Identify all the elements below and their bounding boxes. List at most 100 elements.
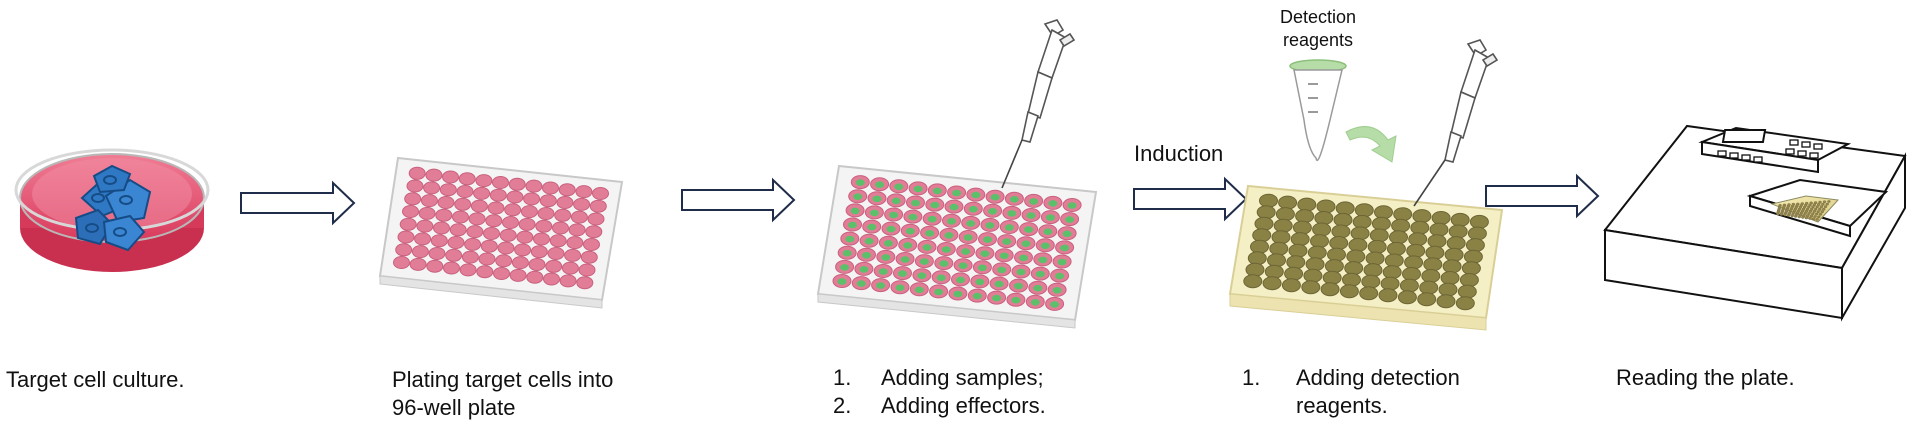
- well: [1324, 259, 1344, 274]
- well: [499, 228, 517, 242]
- well: [1423, 257, 1443, 272]
- well: [1310, 234, 1329, 249]
- well: [1813, 201, 1818, 205]
- well: [535, 219, 553, 233]
- well-content: [994, 280, 1004, 288]
- list-number: 2.: [833, 393, 852, 418]
- well: [428, 247, 446, 260]
- well-content: [985, 222, 995, 229]
- well-content: [1055, 272, 1065, 280]
- well-content: [917, 272, 927, 280]
- well: [1397, 290, 1417, 305]
- well: [502, 216, 519, 229]
- well-plate-icon: [816, 164, 1098, 329]
- well: [458, 172, 476, 186]
- well: [585, 225, 603, 239]
- reagent-tube-icon: [1289, 59, 1347, 161]
- well-content: [1040, 242, 1050, 250]
- well: [583, 238, 600, 251]
- well-content: [1057, 258, 1067, 266]
- well: [1820, 210, 1824, 214]
- well-content: [990, 193, 1000, 201]
- well: [511, 256, 529, 270]
- well: [1278, 195, 1298, 210]
- well: [1815, 212, 1819, 216]
- well-content: [1029, 198, 1039, 205]
- well: [539, 194, 557, 208]
- step-2-caption: Plating target cells into 96-well plate: [392, 367, 614, 420]
- well-content: [1014, 282, 1023, 290]
- well: [509, 268, 527, 282]
- well: [1786, 213, 1791, 217]
- petri-dish-icon: [14, 148, 210, 272]
- well-content: [977, 264, 987, 272]
- well: [1290, 232, 1310, 247]
- well: [411, 245, 429, 259]
- well: [1320, 282, 1340, 297]
- well: [1271, 230, 1291, 245]
- well-content: [908, 213, 918, 221]
- well-content: [895, 284, 905, 292]
- well-content: [914, 286, 924, 294]
- well: [1245, 262, 1265, 277]
- well: [1421, 269, 1441, 283]
- well: [1463, 249, 1483, 264]
- well: [580, 250, 598, 264]
- well-content: [867, 223, 877, 231]
- well: [1813, 215, 1817, 218]
- well: [473, 186, 491, 200]
- well: [1431, 211, 1451, 225]
- well: [489, 188, 507, 202]
- well: [1256, 205, 1276, 220]
- well: [1776, 212, 1780, 216]
- well-content: [975, 278, 985, 286]
- well: [1391, 218, 1411, 233]
- well-content: [1021, 240, 1031, 247]
- well-content: [1011, 296, 1021, 304]
- well: [475, 174, 493, 188]
- well-content: [1052, 287, 1062, 294]
- well: [1827, 200, 1831, 203]
- well-content: [1050, 301, 1060, 308]
- well: [1436, 294, 1456, 309]
- well-content: [1033, 284, 1043, 292]
- well: [1429, 222, 1449, 237]
- well: [1808, 209, 1813, 213]
- well-content: [900, 256, 910, 263]
- well: [1365, 251, 1385, 266]
- well: [1457, 284, 1477, 299]
- well: [1417, 292, 1437, 307]
- step-1-caption: Target cell culture.: [6, 367, 185, 392]
- well: [452, 210, 469, 224]
- well: [1363, 263, 1383, 278]
- well: [497, 241, 515, 255]
- well: [1808, 217, 1812, 220]
- well-content: [1067, 202, 1077, 209]
- well-content: [936, 274, 946, 282]
- well: [470, 199, 488, 213]
- well: [1344, 261, 1364, 276]
- well: [1822, 207, 1826, 211]
- detection-reagents-label: Detection reagents: [1279, 7, 1357, 50]
- curved-arrow-icon: [1345, 126, 1397, 163]
- well-content: [837, 278, 847, 285]
- well: [420, 194, 438, 208]
- well-content: [949, 203, 959, 211]
- list-number: 1.: [833, 365, 852, 390]
- well: [1807, 205, 1811, 209]
- well: [1305, 257, 1325, 272]
- step-4-caption: 1.Adding detection reagents.: [1242, 365, 1460, 418]
- well: [1412, 209, 1432, 224]
- well-content: [853, 193, 863, 200]
- well-content: [927, 215, 937, 223]
- well-content: [997, 266, 1007, 274]
- well: [439, 183, 457, 197]
- well: [480, 239, 498, 253]
- well-content: [971, 191, 981, 199]
- well: [1393, 207, 1413, 222]
- well-content: [1038, 256, 1048, 264]
- well: [399, 217, 417, 231]
- well: [1284, 266, 1304, 281]
- well: [1810, 207, 1814, 211]
- well-content: [939, 260, 949, 267]
